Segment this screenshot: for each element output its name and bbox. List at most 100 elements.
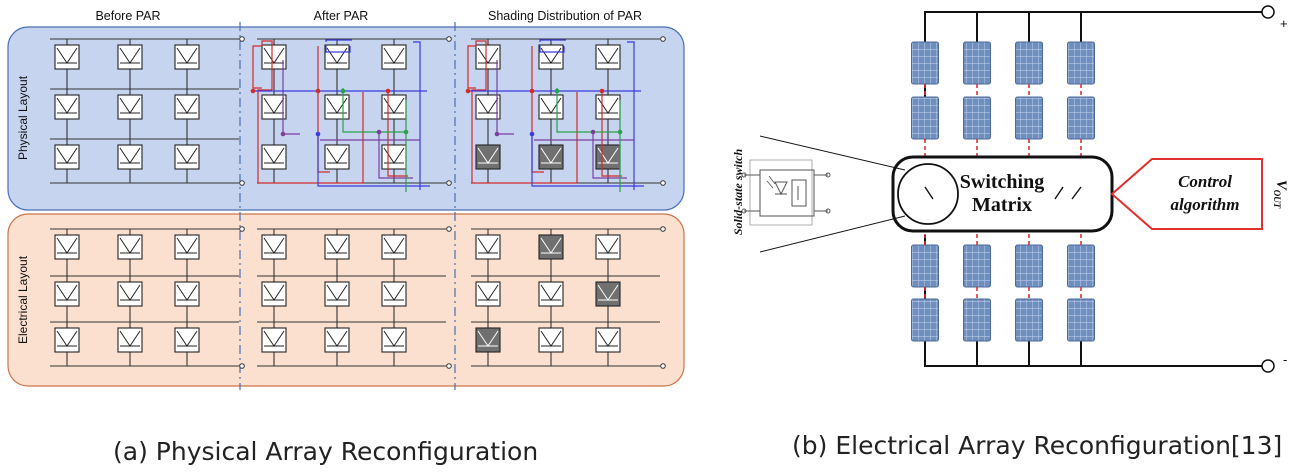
pv-cell	[324, 44, 350, 70]
pv-cell	[381, 144, 407, 170]
pv-array	[50, 226, 245, 369]
pv-array-grids	[50, 36, 666, 369]
column-header: After PAR	[314, 9, 369, 23]
pv-cell	[324, 94, 350, 120]
pv-cell	[117, 44, 143, 70]
row-label-physical: Physical Layout	[16, 75, 30, 160]
shading-par-wiring	[465, 39, 644, 192]
pv-cell	[595, 144, 621, 170]
pv-cell	[261, 44, 287, 70]
pv-strings	[911, 12, 1095, 366]
pv-cell	[595, 94, 621, 120]
pv-array	[50, 36, 245, 186]
pv-cell	[324, 144, 350, 170]
pv-cell	[475, 327, 501, 353]
solid-state-switch-inset	[741, 159, 831, 226]
pv-cell	[475, 234, 501, 260]
pv-cell	[381, 281, 407, 307]
panel-a-physical-reconfiguration: Before PAR After PAR Shading Distributio…	[7, 9, 685, 390]
pv-cell	[595, 281, 621, 307]
pv-cell	[174, 144, 200, 170]
pv-cell	[117, 327, 143, 353]
matrix-switches	[924, 186, 1082, 200]
pv-cell	[324, 281, 350, 307]
pv-cell	[538, 281, 564, 307]
pv-cell	[261, 327, 287, 353]
pv-cell	[174, 327, 200, 353]
pv-cell	[538, 94, 564, 120]
row-label-electrical: Electrical Layout	[16, 255, 30, 344]
pv-cell	[538, 144, 564, 170]
pv-cell	[595, 234, 621, 260]
pv-cell	[261, 94, 287, 120]
pv-cell	[54, 281, 80, 307]
pv-cell	[174, 281, 200, 307]
solid-state-switch-label: Solid-state switch	[731, 149, 745, 236]
pv-cell	[117, 94, 143, 120]
pv-panel	[1015, 41, 1043, 85]
zoom-line	[759, 135, 906, 171]
pv-panel	[911, 41, 939, 85]
pv-cell	[174, 94, 200, 120]
minus-label: -	[1283, 352, 1287, 367]
vout-label: VOUT	[1272, 180, 1289, 209]
pv-cell	[475, 281, 501, 307]
pv-cell	[54, 94, 80, 120]
column-header: Before PAR	[95, 9, 160, 23]
pv-cell	[595, 327, 621, 353]
zoom-line	[759, 215, 906, 253]
pv-cell	[261, 281, 287, 307]
pv-cell	[174, 44, 200, 70]
pv-cell	[54, 144, 80, 170]
pv-cell	[475, 94, 501, 120]
pv-array	[257, 36, 452, 186]
pv-panel	[1067, 244, 1095, 288]
caption-electrical: (b) Electrical Array Reconfiguration[13]	[792, 431, 1283, 460]
pv-string	[911, 12, 939, 366]
pv-panel	[1067, 41, 1095, 85]
pv-panel	[1015, 96, 1043, 140]
pv-cell	[174, 234, 200, 260]
pv-cell	[117, 234, 143, 260]
pv-array	[257, 226, 452, 369]
positive-terminal	[1261, 5, 1275, 19]
pv-panel	[1015, 298, 1043, 342]
after-par-wiring	[250, 39, 430, 192]
pv-cell	[54, 44, 80, 70]
pv-cell	[261, 144, 287, 170]
pv-panel	[963, 96, 991, 140]
switch-magnifier-circle	[897, 163, 959, 225]
pv-cell	[538, 327, 564, 353]
pv-cell	[324, 327, 350, 353]
caption-physical: (a) Physical Array Reconfiguration	[113, 437, 539, 466]
pv-cell	[538, 234, 564, 260]
pv-cell	[381, 327, 407, 353]
pv-cell	[538, 44, 564, 70]
pv-cell	[381, 94, 407, 120]
pv-panel	[911, 244, 939, 288]
pv-panel	[1067, 96, 1095, 140]
pv-cell	[381, 234, 407, 260]
pv-cell	[54, 234, 80, 260]
pv-panel	[1067, 298, 1095, 342]
pv-cell	[475, 144, 501, 170]
pv-cell	[54, 327, 80, 353]
pv-string	[1067, 12, 1095, 366]
svg-text:VOUT: VOUT	[1272, 180, 1289, 209]
column-header: Shading Distribution of PAR	[488, 9, 642, 23]
pv-panel	[963, 298, 991, 342]
pv-panel	[911, 96, 939, 140]
pv-cell	[261, 234, 287, 260]
pv-panel	[1015, 244, 1043, 288]
pv-cell	[595, 44, 621, 70]
pv-panel	[963, 41, 991, 85]
pv-panel	[911, 298, 939, 342]
pv-cell	[324, 234, 350, 260]
pv-cell	[117, 144, 143, 170]
negative-terminal	[1261, 359, 1275, 373]
pv-string	[963, 12, 991, 366]
